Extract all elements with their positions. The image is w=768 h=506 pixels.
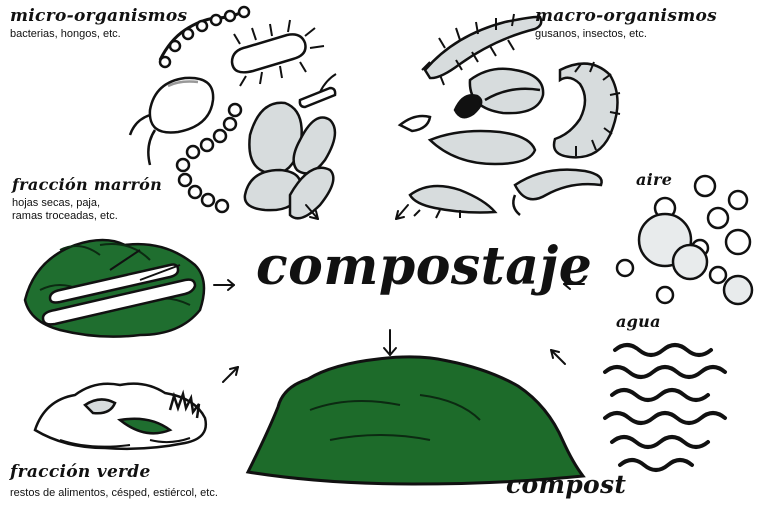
brown-fraction-detail-line-2: ramas troceadas, etc. (12, 210, 118, 222)
macro-organisms-label: macro-organismos (535, 6, 717, 26)
macro-organisms-illustration (400, 14, 620, 218)
macro-organisms-detail: gusanos, insectos, etc. (535, 28, 647, 40)
brown-fraction-label: fracción marrón (12, 175, 162, 194)
green-fraction-detail: restos de alimentos, césped, estiércol, … (10, 487, 218, 499)
micro-organisms-label: micro-organismos (10, 6, 187, 26)
brown-fraction-detail-line-1: hojas secas, paja, (12, 197, 100, 209)
air-illustration (617, 176, 752, 304)
micro-organisms-detail: bacterias, hongos, etc. (10, 28, 121, 40)
arrow-brown (214, 280, 234, 290)
water-label: agua (616, 312, 661, 331)
arrow-green (223, 367, 238, 382)
compost-label: compost (506, 470, 626, 499)
arrow-to-compost (384, 330, 396, 355)
brown-fraction-illustration (25, 240, 204, 337)
diagram-title: compostaje (256, 236, 592, 297)
green-fraction-illustration (35, 384, 206, 449)
water-illustration (605, 345, 725, 470)
arrow-water (551, 350, 565, 364)
air-label: aire (636, 170, 672, 189)
green-fraction-label: fracción verde (10, 462, 151, 482)
arrow-macro (396, 205, 408, 219)
compost-pile (248, 357, 583, 484)
